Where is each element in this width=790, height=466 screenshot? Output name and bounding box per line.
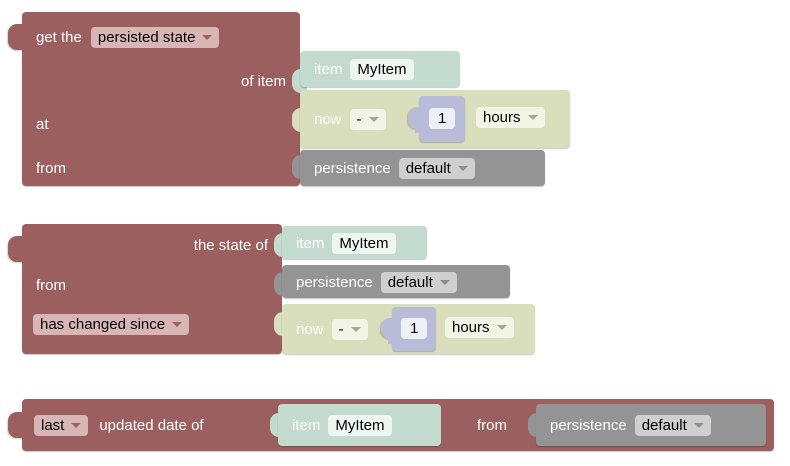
row-now-offset: now - [296,317,368,341]
dropdown-value: last [41,416,65,434]
row-get-the: get the persisted state [36,22,220,52]
chevron-down-icon [693,422,704,428]
block-number-2[interactable]: 1 [381,307,436,351]
output-connector-tab [381,318,396,344]
label-updated-date-of: updated date of [99,416,204,434]
row-persistence: persistence default [314,157,475,179]
row-from-2: from [36,272,66,298]
label-persistence: persistence [296,273,373,291]
dropdown-value: hours [483,109,521,126]
row-item: item MyItem [296,232,396,254]
chevron-down-icon [457,165,468,171]
label-now: now [314,110,342,128]
block-persistence-1[interactable]: persistence default [300,150,545,186]
dropdown-value: default [641,416,687,434]
chevron-down-icon [496,325,507,330]
block-state-has-changed[interactable]: the state of from has changed since [8,224,289,354]
chevron-down-icon [439,279,450,285]
label-item: item [292,416,321,434]
dropdown-persistence-service[interactable]: default [380,271,457,293]
output-connector-tab [8,412,26,438]
block-number-1[interactable]: 1 [408,96,465,142]
row-label-from: from [36,159,66,177]
block-item-3[interactable]: item MyItem [278,404,441,446]
label-from: from [477,417,507,434]
dropdown-operator[interactable]: - [331,318,368,340]
chevron-down-icon [368,116,379,122]
row-last-updated: last updated date of [34,411,204,439]
output-connector-tab [8,24,26,50]
row-label-get-the: get the [36,28,82,46]
field-value: MyItem [357,60,407,78]
row-persistence: persistence default [550,414,711,436]
dropdown-last-first[interactable]: last [34,414,89,436]
row-item: item MyItem [292,414,392,436]
row-item: item MyItem [314,58,414,80]
block-item-1[interactable]: item MyItem [300,51,460,87]
field-value: MyItem [339,234,389,252]
label-now: now [296,320,324,338]
dropdown-operator[interactable]: - [349,108,386,130]
row-of-item: of item [22,68,286,94]
dropdown-value: default [405,159,451,177]
dropdown-persistence-service[interactable]: default [634,414,711,436]
output-connector-tab [408,107,423,133]
row-label-at: at [36,115,49,133]
label-item: item [296,234,325,252]
block-item-2[interactable]: item MyItem [282,226,427,259]
row-label-of-item: of item [240,72,286,90]
row-persistence: persistence default [296,271,457,293]
dropdown-persistence-service[interactable]: default [398,157,475,179]
block-datetime-2[interactable]: now - 1 hours [282,304,535,354]
dropdown-time-unit[interactable]: hours [445,317,514,338]
dropdown-time-unit[interactable]: hours [476,107,545,128]
output-connector-tab [8,236,26,262]
dropdown-value: hours [452,319,490,336]
field-number[interactable]: 1 [429,108,456,129]
row-now-offset: now - [314,107,386,131]
row-at: at [36,111,49,137]
row-the-state-of: the state of [22,232,268,258]
dropdown-has-changed-since[interactable]: has changed since [33,313,190,335]
block-persistence-2[interactable]: persistence default [282,265,510,298]
dropdown-value: - [338,320,344,338]
row-from: from [36,155,66,181]
row-label-the-state-of: the state of [193,236,268,254]
label-persistence: persistence [550,416,627,434]
row-label-from: from [36,276,66,294]
dropdown-value: persisted state [97,28,196,46]
field-item-name[interactable]: MyItem [328,414,392,436]
dropdown-value: default [387,273,433,291]
chevron-down-icon [350,326,361,332]
block-datetime-1[interactable]: now - 1 hours [300,90,570,148]
block-get-persisted-state[interactable]: get the persisted state of item at from [8,12,307,186]
field-item-name[interactable]: MyItem [332,232,396,254]
dropdown-persisted-state[interactable]: persisted state [90,26,220,48]
field-value: 1 [410,320,419,337]
chevron-down-icon [172,321,183,327]
field-value: 1 [438,110,447,127]
label-persistence: persistence [314,159,391,177]
row-has-changed-since: has changed since [33,310,190,338]
dropdown-value: - [356,110,362,128]
field-value: MyItem [335,416,385,434]
field-number[interactable]: 1 [401,318,428,339]
chevron-down-icon [71,422,82,428]
chevron-down-icon [527,115,538,120]
chevron-down-icon [202,34,213,40]
dropdown-value: has changed since [40,315,166,333]
label-item: item [314,60,343,78]
field-item-name[interactable]: MyItem [350,58,414,80]
block-persistence-3[interactable]: persistence default [536,404,766,446]
